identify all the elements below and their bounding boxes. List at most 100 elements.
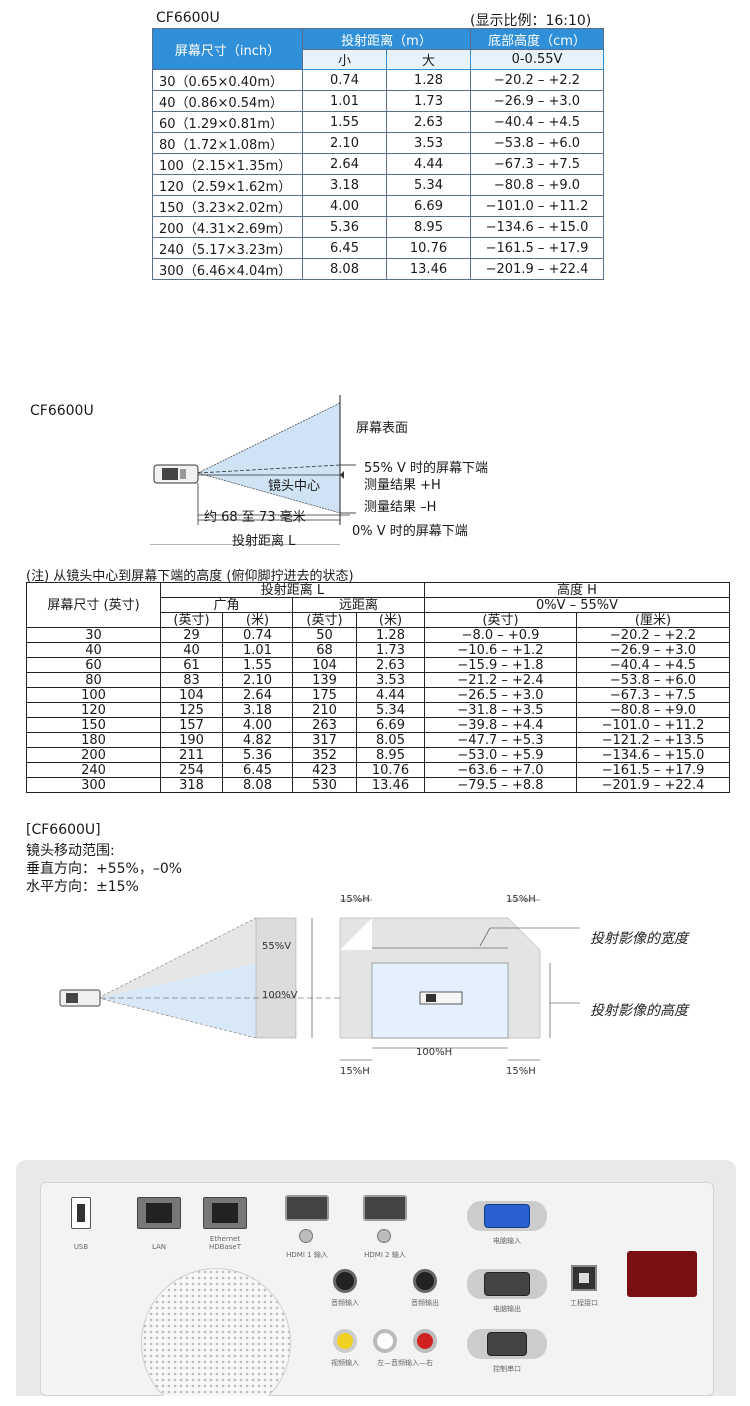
- label-image-height: 投射影像的高度: [590, 1003, 688, 1019]
- table2-cell-ti: 317: [292, 732, 357, 748]
- lan-label: LAN: [151, 1243, 167, 1251]
- table2-cell-wi: 83: [160, 672, 223, 688]
- label-bottom-0v: 0% V 时的屏幕下端: [352, 524, 468, 539]
- rear-panel-inner: USB LAN Ethernet HDBaseT HDMI 1 输入 HDMI …: [40, 1182, 714, 1396]
- table1-cell-min: 5.36: [302, 216, 387, 238]
- table2-cell-wi: 211: [160, 747, 223, 763]
- header-screen-size: 屏幕尺寸（inch）: [152, 28, 303, 70]
- table2-cell-tm: 4.44: [356, 687, 425, 703]
- table2-cell-wi: 190: [160, 732, 223, 748]
- table2-cell-hc: −26.9 – +3.0: [576, 642, 730, 658]
- table1-cell-min: 2.10: [302, 132, 387, 154]
- header-min: 小: [302, 49, 387, 70]
- table1-cell-max: 8.95: [386, 216, 471, 238]
- table2-cell-ti: 139: [292, 672, 357, 688]
- table2-cell-tm: 1.73: [356, 642, 425, 658]
- service-label: 工程接口: [570, 1299, 598, 1307]
- table1-cell-h: −53.8 – +6.0: [470, 132, 604, 154]
- table1-cell-max: 3.53: [386, 132, 471, 154]
- table2-cell-wm: 4.82: [222, 732, 293, 748]
- table2-cell-ti: 530: [292, 777, 357, 793]
- audio-in-label: 音频输入: [331, 1299, 359, 1307]
- header-max: 大: [386, 49, 471, 70]
- table2-cell-wm: 2.10: [222, 672, 293, 688]
- table2-cell-wm: 6.45: [222, 762, 293, 778]
- table1-cell-h: −67.3 – +7.5: [470, 153, 604, 175]
- audio-out-jack: [413, 1269, 437, 1293]
- table2-cell-hi: −63.6 – +7.0: [424, 762, 577, 778]
- table1-cell-size: 120（2.59×1.62m）: [152, 174, 303, 196]
- table2-cell-hi: −47.7 – +5.3: [424, 732, 577, 748]
- ethernet-label: Ethernet HDBaseT: [209, 1235, 241, 1251]
- table1-cell-min: 0.74: [302, 69, 387, 91]
- table2-cell-wm: 8.08: [222, 777, 293, 793]
- table2-cell-s: 150: [26, 717, 161, 733]
- table2-cell-wm: 5.36: [222, 747, 293, 763]
- table2-cell-hc: −40.4 – +4.5: [576, 657, 730, 673]
- table1-cell-h: −101.0 – +11.2: [470, 195, 604, 217]
- table1-cell-max: 13.46: [386, 258, 471, 280]
- table2-cell-wm: 4.00: [222, 717, 293, 733]
- usb-label: USB: [73, 1243, 89, 1251]
- ir-receiver-window: [627, 1251, 697, 1297]
- audio-in-jack: [333, 1269, 357, 1293]
- table1-cell-max: 4.44: [386, 153, 471, 175]
- table1-cell-h: −161.5 – +17.9: [470, 237, 604, 259]
- table2-cell-wi: 104: [160, 687, 223, 703]
- table2-cell-tm: 2.63: [356, 657, 425, 673]
- table2-cell-s: 30: [26, 627, 161, 643]
- lens-shift-diagram: [59, 899, 580, 1061]
- table1-cell-max: 1.28: [386, 69, 471, 91]
- audio-lr-label: 左—音频输入—右: [377, 1359, 433, 1367]
- throw-distance-table-1: 屏幕尺寸（inch） 投射距离（m） 底部高度（cm） 小 大 0-0.55V …: [152, 28, 604, 280]
- audio-left-jack: [373, 1329, 397, 1353]
- table2-cell-hc: −53.8 – +6.0: [576, 672, 730, 688]
- usb-port: [71, 1197, 91, 1229]
- table2-cell-ti: 175: [292, 687, 357, 703]
- label-screen-surface: 屏幕表面: [356, 421, 409, 436]
- header-wide-m: (米): [222, 612, 293, 628]
- table2-cell-tm: 10.76: [356, 762, 425, 778]
- hdmi2-port: [363, 1195, 407, 1221]
- table1-cell-h: −201.9 – +22.4: [470, 258, 604, 280]
- lens-shift-range: 镜头移动范围:: [26, 843, 115, 859]
- table2-cell-s: 240: [26, 762, 161, 778]
- video-in-label: 视频输入: [331, 1359, 359, 1367]
- label-minus-h: 测量结果 –H: [364, 500, 437, 515]
- table2-cell-ti: 104: [292, 657, 357, 673]
- table1-cell-size: 300（6.46×4.04m）: [152, 258, 303, 280]
- table2-cell-s: 120: [26, 702, 161, 718]
- label-plus-h: 测量结果 +H: [364, 478, 441, 493]
- table2-cell-wi: 125: [160, 702, 223, 718]
- table2-cell-wi: 29: [160, 627, 223, 643]
- label-image-width: 投射影像的宽度: [590, 931, 688, 947]
- table1-cell-size: 30（0.65×0.40m）: [152, 69, 303, 91]
- table2-cell-ti: 352: [292, 747, 357, 763]
- table1-cell-h: −134.6 – +15.0: [470, 216, 604, 238]
- table2-cell-hc: −80.8 – +9.0: [576, 702, 730, 718]
- table1-cell-size: 60（1.29×0.81m）: [152, 111, 303, 133]
- table1-cell-size: 40（0.86×0.54m）: [152, 90, 303, 112]
- header-height-inch: (英寸): [424, 612, 577, 628]
- table2-cell-hc: −201.9 – +22.4: [576, 777, 730, 793]
- table2-cell-tm: 8.05: [356, 732, 425, 748]
- table2-cell-hi: −79.5 – +8.8: [424, 777, 577, 793]
- table2-cell-s: 60: [26, 657, 161, 673]
- table1-cell-min: 1.55: [302, 111, 387, 133]
- label-100v: 100%V: [262, 990, 298, 1001]
- table1-aspect-ratio: (显示比例：16:10): [470, 13, 592, 29]
- pc-in-port: [467, 1201, 547, 1231]
- table2-cell-ti: 50: [292, 627, 357, 643]
- table1-cell-min: 4.00: [302, 195, 387, 217]
- header-shift-range: 0%V – 55%V: [424, 597, 730, 613]
